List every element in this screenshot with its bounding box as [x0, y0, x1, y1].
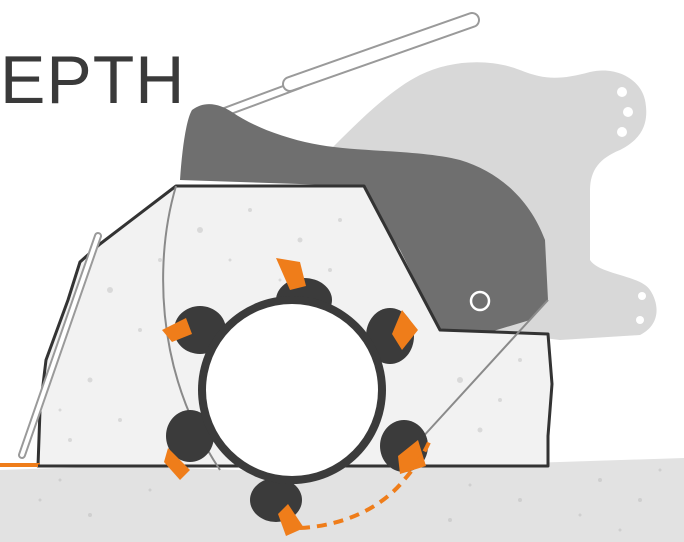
arm-pin-3: [617, 127, 627, 137]
arm-link-line: [419, 299, 549, 441]
concrete-aggregate: [58, 208, 522, 442]
page-title: EPTH: [0, 42, 186, 118]
rotating-cutter-drum-icon: [162, 258, 428, 536]
ground-gravel: [0, 458, 684, 542]
gravel-dots: [38, 468, 662, 532]
arm-pin-1: [617, 87, 627, 97]
arm-pin-4: [638, 292, 646, 300]
side-cylinder-icon: [18, 232, 102, 459]
arm-pin-5: [636, 316, 644, 324]
cutter-frame: [180, 104, 548, 332]
frame-pin: [469, 290, 491, 312]
cut-path-dashed: [299, 439, 432, 530]
arm-pin-2: [623, 107, 633, 117]
